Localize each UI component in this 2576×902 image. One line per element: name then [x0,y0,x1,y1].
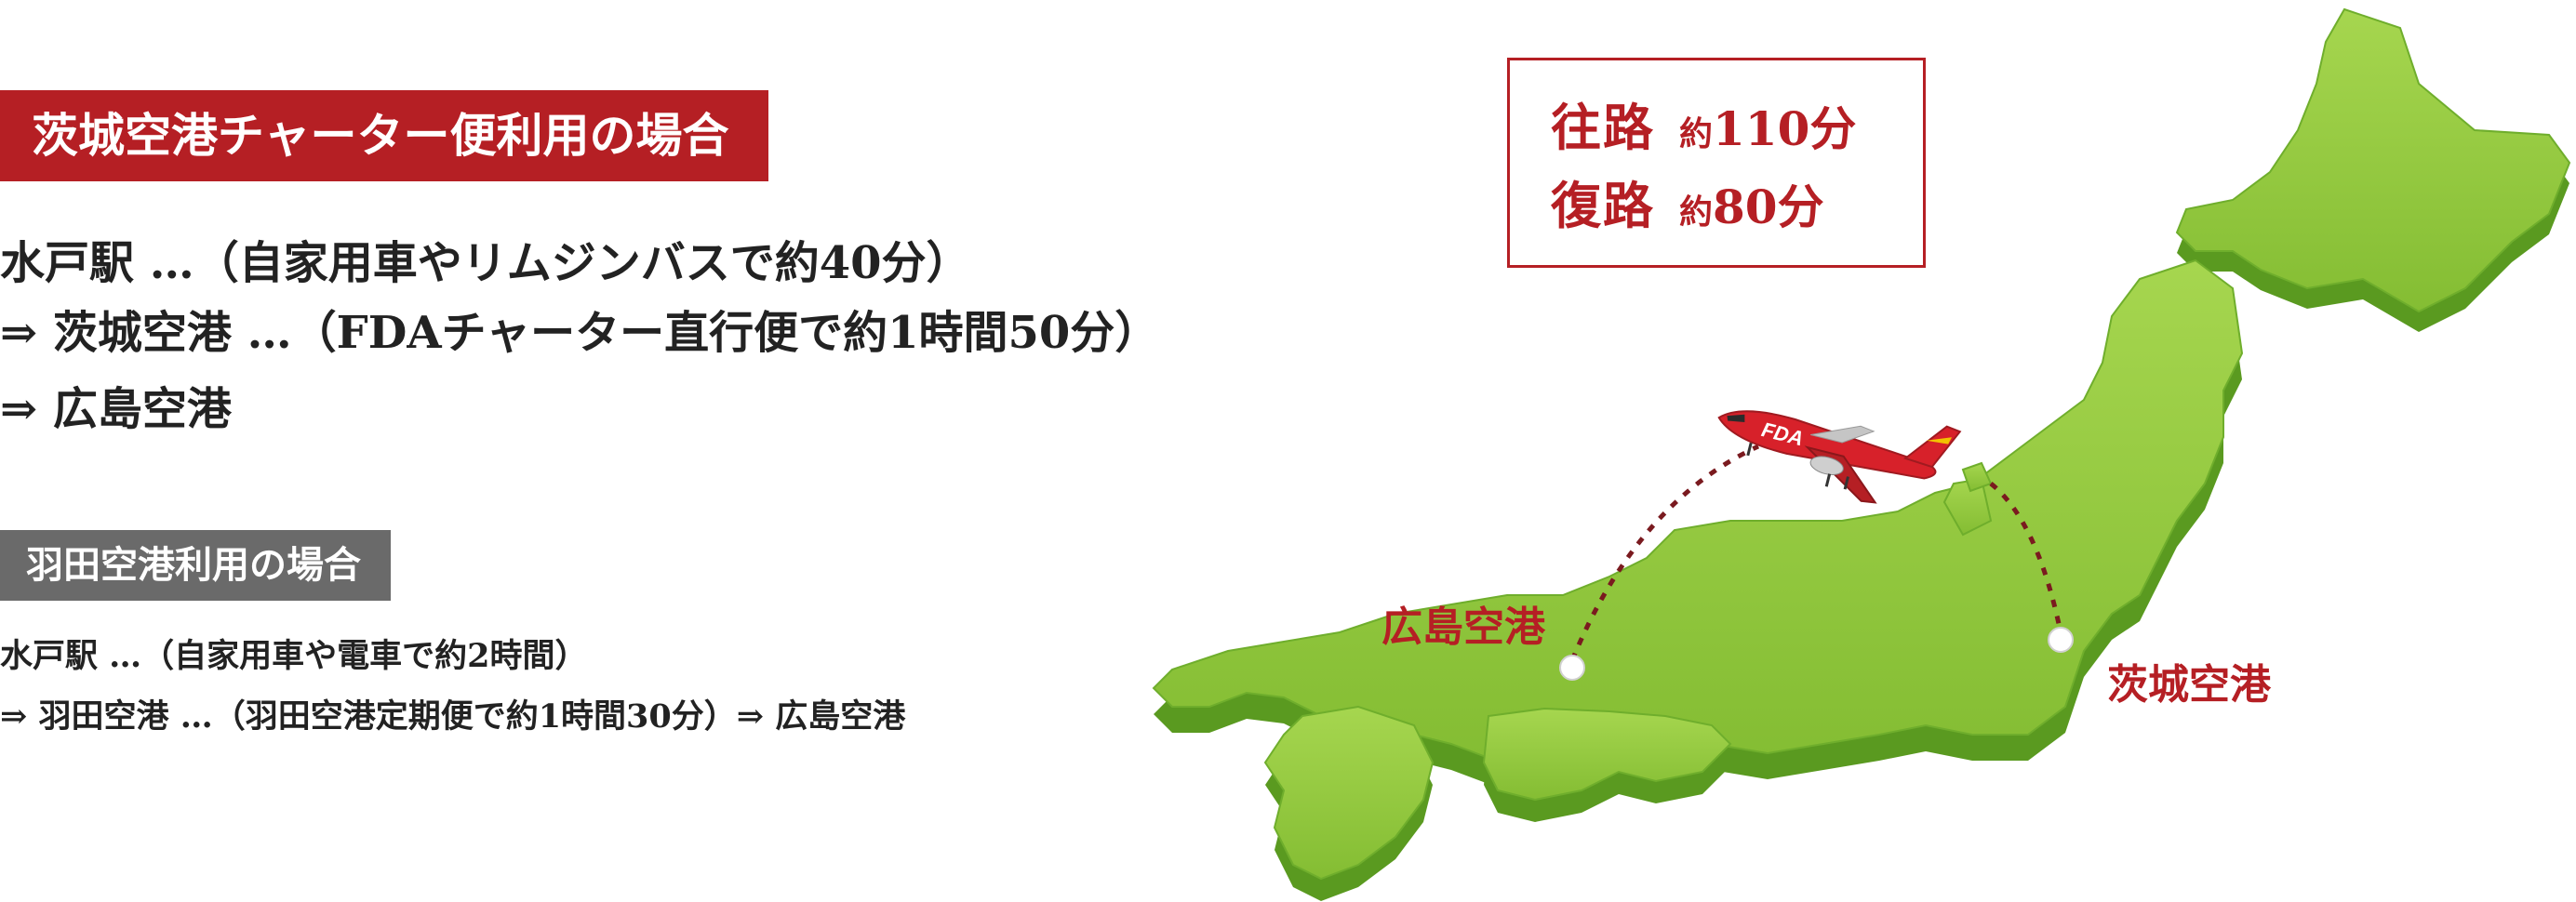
flight-route-line [1569,444,2063,661]
hiroshima-airport-dot [1559,655,1585,681]
outbound-prefix: 約 [1679,114,1714,153]
noto-peninsula [1942,477,1993,537]
return-value: 80分 [1713,179,1824,234]
haneda-route-line-1: 水戸駅 …（自家用車や電車で約2時間） [0,637,588,675]
outbound-duration: 約110分 [1679,101,1856,156]
outbound-label: 往路 [1551,98,1655,157]
honshu [1152,259,2244,760]
fda-airplane-icon: FDA [1717,410,1962,504]
ibaraki-airport-label: 茨城空港 [2107,661,2271,709]
outbound-time-row: 往路約110分 [1551,86,1856,160]
flight-time-box: 往路約110分 復路約80分 [1507,58,1926,268]
ibaraki-charter-heading: 茨城空港チャーター便利用の場合 [0,90,768,181]
return-time-row: 復路約80分 [1551,165,1824,238]
return-duration: 約80分 [1679,179,1824,234]
return-label: 復路 [1551,176,1655,235]
hokkaido [2175,7,2571,313]
outbound-value: 110分 [1713,101,1857,156]
hiroshima-airport-label: 広島空港 [1381,604,1545,651]
ibaraki-route-line-1: 水戸駅 …（自家用車やリムジンバスで約40分） [0,237,971,289]
haneda-route-line-2: ⇒ 羽田空港 …（羽田空港定期便で約1時間30分）⇒ 広島空港 [0,697,906,736]
shikoku [1482,707,1732,802]
ibaraki-route-line-3: ⇒ 広島空港 [0,383,232,435]
ibaraki-route-line-2: ⇒ 茨城空港 …（FDAチャーター直行便で約1時間50分） [0,307,1160,359]
kyushu [1263,705,1435,881]
return-prefix: 約 [1679,192,1714,232]
haneda-heading: 羽田空港利用の場合 [0,530,391,601]
ibaraki-airport-dot [2048,627,2074,653]
